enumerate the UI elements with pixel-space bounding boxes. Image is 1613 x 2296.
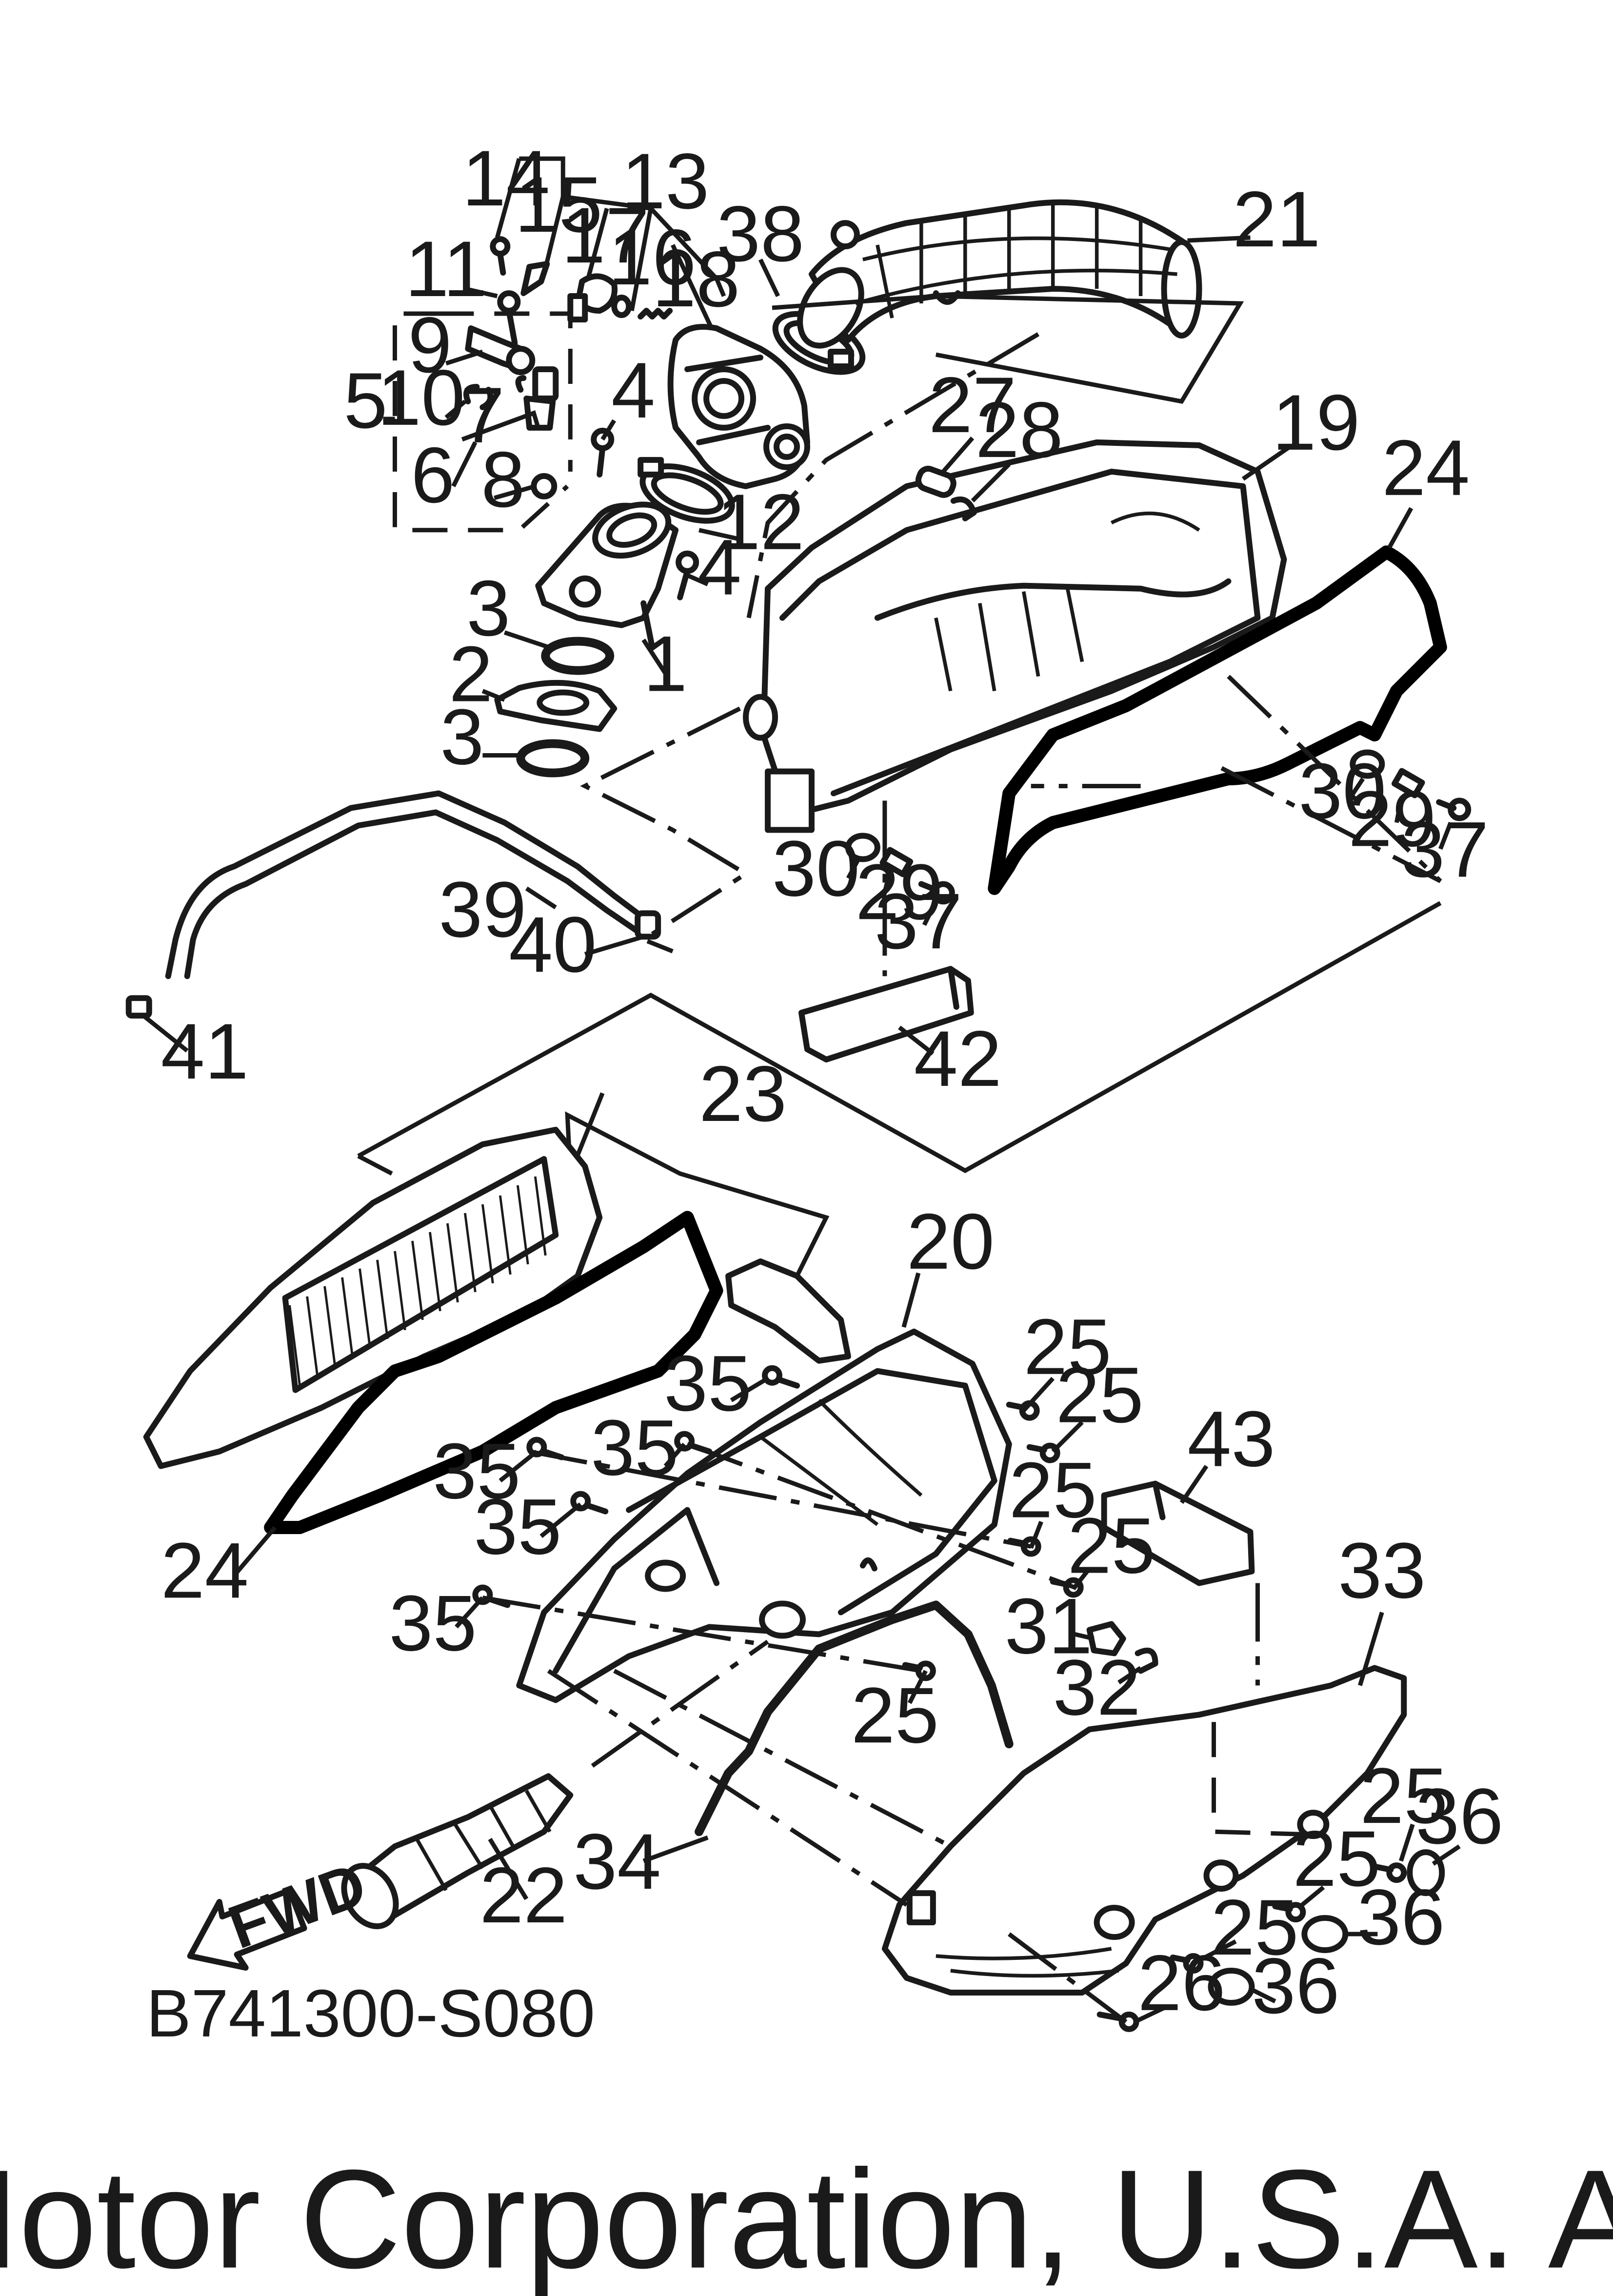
callout-20: 20 [907,1198,995,1286]
callout-32: 32 [1053,1643,1141,1732]
screws [472,1365,1407,2032]
callout-23: 23 [699,1050,787,1138]
callout-25: 25 [851,1671,939,1759]
callout-10: 10 [377,354,465,442]
callout-36: 36 [1252,1942,1339,2030]
callout-8: 8 [481,436,525,524]
seal-34 [695,1600,1014,1837]
callout-19: 19 [1272,379,1360,467]
callout-35: 35 [664,1339,752,1428]
intake-joint-1 [535,501,679,650]
callout-34: 34 [573,1817,661,1906]
throttle-body [667,324,810,489]
callout-21: 21 [1233,175,1320,263]
callout-37: 37 [875,877,962,965]
callout-42: 42 [914,1015,1002,1103]
callout-14: 14 [462,134,550,222]
callout-35: 35 [389,1579,477,1667]
callout-25: 25 [1068,1501,1155,1590]
callout-25: 25 [1293,1815,1380,1903]
callout-36: 36 [1415,1772,1503,1860]
callout-13: 13 [621,137,709,225]
case-cover-20 [516,1328,1012,1703]
callout-35: 35 [433,1427,520,1516]
o-ring-gasket [494,637,617,778]
callout-37: 37 [1401,805,1489,894]
assembly-divider [357,901,1442,1174]
hose-clamp-12 [637,457,735,524]
callout-16: 16 [608,213,696,301]
callout-leaders [142,235,1461,2024]
reference-lines-bottom [482,1442,1316,2024]
callout-29: 29 [856,848,943,936]
callout-35: 35 [474,1482,561,1571]
callout-4: 4 [611,346,655,435]
callout-24: 24 [1382,424,1470,512]
callout-39: 39 [438,865,526,954]
callout-3: 3 [440,693,484,781]
callout-43: 43 [1187,1395,1275,1483]
callout-33: 33 [1338,1526,1426,1615]
reference-lines-top [580,332,1442,977]
callout-9: 9 [408,301,452,389]
callout-25: 25 [1056,1351,1144,1439]
air-cleaner-case-19 [743,439,1287,833]
callout-25: 25 [1360,1752,1448,1840]
fwd-label: FWD [219,1849,375,1962]
copyright-notice: ©2017 Yamaha Motor Corporation, U.S.A. A… [0,2140,1613,2296]
foam-block-23b [725,1258,851,1364]
callout-41: 41 [161,1007,249,1096]
duct-21-outline [772,294,1244,404]
foam-block-43 [1101,1480,1255,1586]
callout-15: 15 [515,160,602,249]
callout-40: 40 [509,900,597,989]
callout-24: 24 [161,1526,249,1615]
gasket-24-upper [988,545,1447,895]
callout-1: 1 [643,620,687,708]
callout-17: 17 [561,191,649,280]
breather-hose-39 [125,790,661,1019]
callout-31: 31 [1005,1582,1093,1670]
callout-5: 5 [344,357,388,445]
callout-28: 28 [976,386,1063,474]
foam-block-42 [798,966,974,1063]
group-13-bracket [495,156,726,356]
callout-25: 25 [1211,1883,1298,1972]
callout-22: 22 [479,1851,567,1939]
callout-36: 36 [1357,1873,1445,1961]
intake-duct-21 [797,199,1202,349]
air-filter-element-23 [143,1127,603,1469]
callout-3: 3 [466,564,510,653]
callout-7: 7 [460,371,504,459]
callout-25: 25 [1024,1303,1112,1391]
parts-27-28 [915,465,977,521]
callout-4: 4 [697,523,741,612]
inlet-duct-22 [341,1773,574,1930]
gasket-24-lower [264,1211,723,1535]
forward-direction-arrow: FWD [187,1849,375,1971]
callout-12: 12 [717,478,804,566]
callout-numbers: 1 2 3 3 4 4 5 6 7 8 9 10 11 12 13 14 15 … [161,134,1504,2030]
callout-6: 6 [411,431,455,519]
callout-26: 26 [1137,1939,1225,2027]
callout-18: 18 [652,235,740,323]
callout-29: 29 [1348,775,1436,863]
callout-30: 30 [772,824,860,913]
callout-11: 11 [405,225,487,313]
side-cover-33 [881,1665,1407,1996]
callout-30: 30 [1298,747,1386,835]
callout-2: 2 [449,630,493,719]
drawing-id: B741300-S080 [146,1976,595,2051]
callout-25: 25 [1009,1446,1097,1535]
callout-38: 38 [717,190,804,278]
callout-35: 35 [591,1404,678,1492]
parts-31-32 [1086,1621,1158,1674]
sensor-parts [463,236,673,499]
callout-27: 27 [929,361,1016,449]
